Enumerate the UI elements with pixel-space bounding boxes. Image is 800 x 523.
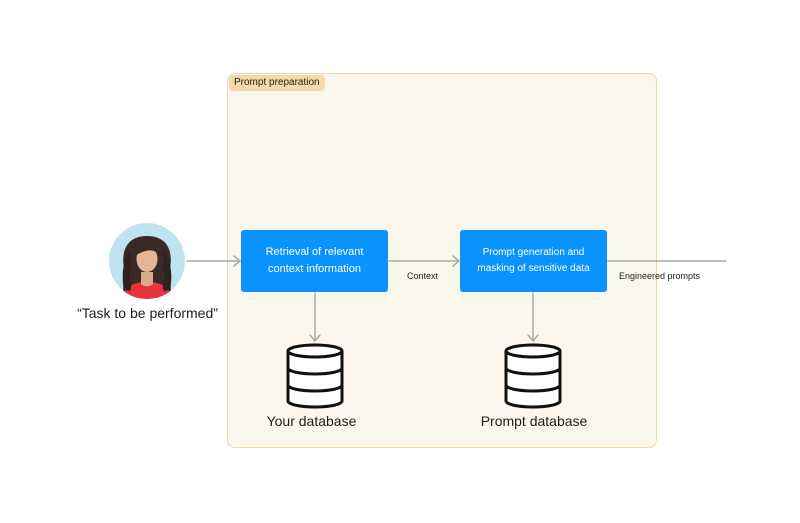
prompt-generation-step-label: Prompt generation and masking of sensiti… [477,247,590,274]
prompt-preparation-label: Prompt preparation [229,75,325,91]
prompt-generation-step: Prompt generation and masking of sensiti… [460,230,607,292]
context-edge-label: Context [407,271,439,281]
engineered-prompts-edge-label: Engineered prompts [619,271,701,281]
your-database-label: Your database [266,413,357,429]
arrow-generation-to-prompt-database [527,292,539,342]
retrieval-step: Retrieval of relevant context informatio… [241,230,388,292]
database-icon [504,343,562,409]
task-caption: “Task to be performed” [77,305,218,321]
person-avatar-icon [109,223,185,299]
arrow-actor-to-retrieval [186,255,241,267]
prompt-database-label: Prompt database [480,413,588,429]
database-icon [286,343,344,409]
retrieval-step-label: Retrieval of relevant context informatio… [265,246,364,275]
arrow-retrieval-to-generation [388,255,460,267]
arrow-retrieval-to-your-database [309,292,321,342]
